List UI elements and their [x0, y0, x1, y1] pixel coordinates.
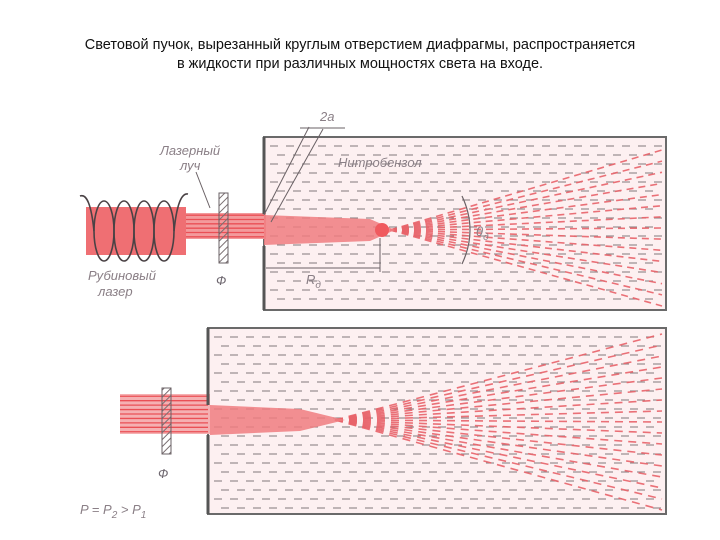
- laser-label-line2: лазер: [97, 284, 133, 299]
- diverging-ray: [389, 182, 663, 231]
- diverging-ray: [389, 171, 663, 231]
- beam-label-pointer: [195, 171, 211, 209]
- aperture-label: 2a: [319, 109, 334, 124]
- diverging-ray: [334, 419, 663, 500]
- diverging-ray: [389, 229, 663, 296]
- angle-label: θд: [476, 224, 489, 243]
- liquid-label: Нитробензол: [338, 155, 422, 170]
- bottom-diverging-beam: [334, 333, 663, 511]
- diverging-ray: [334, 419, 663, 434]
- diverging-ray: [334, 419, 663, 445]
- diverging-ray: [389, 160, 663, 231]
- angle-arc: [461, 195, 471, 265]
- top-diagram: 2a Нитробензол Лазерный луч Рубиновый ла…: [72, 109, 670, 315]
- top-filter-label: Ф: [216, 273, 226, 288]
- diverging-ray: [334, 333, 663, 421]
- diverging-ray: [389, 229, 663, 263]
- diverging-ray: [334, 419, 663, 423]
- top-liquid-dashes: [270, 145, 662, 300]
- diverging-ray: [389, 227, 663, 231]
- figure-caption: Световой пучок, вырезанный круглым отвер…: [40, 36, 680, 74]
- top-diverging-beam: [389, 149, 663, 307]
- diverging-ray: [389, 204, 663, 231]
- bottom-filter-label: Ф: [158, 466, 168, 481]
- diverging-ray: [334, 399, 663, 421]
- laser-coil: [79, 193, 189, 262]
- diverging-ray: [389, 229, 663, 240]
- diverging-ray: [334, 419, 663, 511]
- diverging-ray: [389, 216, 663, 231]
- power-relation: P = P2 > P1: [80, 502, 146, 521]
- caption-line-1: Световой пучок, вырезанный круглым отвер…: [84, 37, 636, 53]
- bottom-channel-beam: [210, 405, 345, 435]
- distance-dimension: [266, 238, 381, 272]
- top-channel-beam: [264, 215, 395, 245]
- beam-label-line2: луч: [179, 158, 201, 173]
- diverging-ray: [389, 229, 663, 285]
- diverging-ray: [389, 229, 663, 274]
- top-focus-spot: [375, 223, 389, 237]
- bottom-filter: [161, 387, 172, 455]
- top-filter: [218, 192, 229, 264]
- bottom-diagram: Ф P = P2 > P1: [72, 322, 670, 521]
- laser-label-line1: Рубиновый: [88, 268, 156, 283]
- diverging-ray: [334, 410, 663, 421]
- distance-label: Rд: [306, 272, 321, 291]
- diverging-ray: [389, 229, 663, 252]
- diverging-ray: [389, 193, 663, 231]
- diverging-ray: [334, 388, 663, 421]
- caption-line-2: в жидкости при различных мощностях света…: [176, 56, 544, 72]
- aperture-dimension: [263, 126, 345, 223]
- beam-label-line1: Лазерный: [159, 143, 220, 158]
